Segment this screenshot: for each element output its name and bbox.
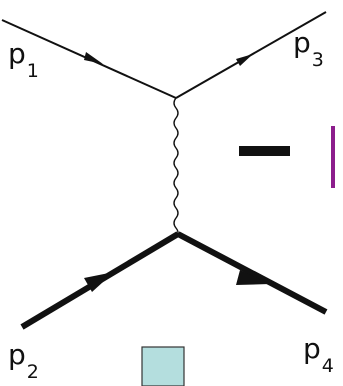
label-p1: p1 bbox=[8, 37, 39, 82]
arrow-p1-icon bbox=[84, 52, 103, 64]
minus-dash bbox=[239, 146, 290, 156]
teal-square bbox=[141, 346, 185, 386]
label-p4: p4 bbox=[303, 332, 334, 377]
arrow-p2-icon bbox=[84, 272, 114, 292]
purple-bar bbox=[331, 126, 335, 188]
photon-line bbox=[173, 97, 179, 237]
label-p3: p3 bbox=[293, 26, 324, 71]
arrow-p4-icon bbox=[236, 270, 270, 285]
fermion-line-p4 bbox=[176, 231, 328, 315]
label-p2: p2 bbox=[8, 338, 39, 383]
arrow-p3-icon bbox=[236, 54, 253, 66]
